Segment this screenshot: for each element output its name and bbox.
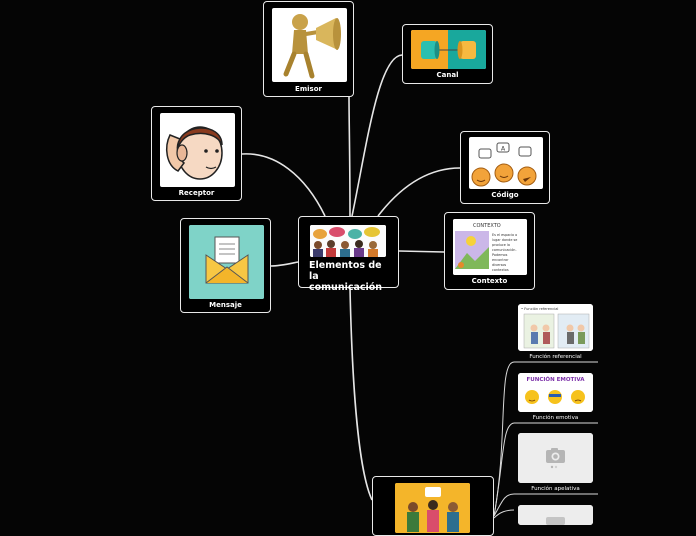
connector-receptor	[241, 153, 326, 217]
contexto-image-line-6: encontrar	[492, 258, 509, 262]
contexto-image-line-2: lugar donde se	[492, 238, 517, 242]
codigo-label: Código	[491, 191, 519, 199]
contexto-label: Contexto	[471, 277, 508, 285]
connector-codigo	[377, 167, 461, 217]
context-slide-icon: CONTEXTO Es el espacio o lugar donde se …	[453, 219, 527, 275]
emisor-label: Emisor	[295, 85, 322, 93]
contexto-image-line-8: contextos	[492, 268, 509, 272]
apelativa-image	[518, 433, 593, 483]
connector-apelativa	[493, 493, 515, 517]
connector-emotiva	[493, 422, 515, 517]
codigo-image: A	[469, 137, 543, 189]
connector-contexto	[398, 250, 445, 253]
tin-can-phone-icon	[411, 30, 486, 69]
canal-label: Canal	[436, 71, 459, 79]
canal-image	[411, 30, 486, 69]
contexto-image-line-7: diversos	[492, 263, 506, 267]
image-placeholder-icon	[518, 505, 593, 525]
mind-map-canvas	[241, 54, 598, 519]
emoji-faces-icon: FUNCIÓN EMOTIVA	[518, 373, 593, 412]
central-image	[310, 225, 386, 257]
referencial-label: Función referencial	[529, 354, 582, 360]
contexto-image-line-5: Podemos	[492, 253, 508, 257]
referencial-image-text: • Función referencial	[521, 307, 558, 311]
central-label: Elementos de la comunicación	[309, 260, 383, 293]
people-talking-icon	[310, 225, 386, 257]
emotiva-image-title: FUNCIÓN EMOTIVA	[527, 376, 586, 383]
image-placeholder-icon	[518, 433, 593, 483]
branch-funciones[interactable]	[372, 476, 494, 536]
branch-contexto[interactable]: CONTEXTO Es el espacio o lugar donde se …	[444, 212, 535, 290]
emotiva-image: FUNCIÓN EMOTIVA	[518, 373, 593, 412]
connector-emisor	[348, 95, 351, 217]
group-people-icon	[395, 483, 470, 533]
contexto-image-line-1: Es el espacio o	[492, 233, 517, 237]
branch-mensaje[interactable]: Mensaje	[180, 218, 271, 313]
contexto-image: CONTEXTO Es el espacio o lugar donde se …	[453, 219, 527, 275]
branch-receptor[interactable]: Receptor	[151, 106, 242, 201]
branch-emisor[interactable]: Emisor	[263, 1, 354, 97]
branch-canal[interactable]: Canal	[402, 24, 493, 84]
megaphone-figure-icon	[283, 14, 341, 79]
contexto-image-title: CONTEXTO	[473, 223, 501, 229]
emisor-image	[272, 8, 347, 82]
referential-comic-icon: • Función referencial	[518, 304, 593, 351]
branch-codigo[interactable]: A Código	[460, 131, 550, 204]
connector-mensaje	[270, 261, 299, 267]
receptor-label: Receptor	[178, 189, 215, 197]
central-node[interactable]: Elementos de la comunicación	[298, 216, 399, 293]
chatting-faces-icon: A	[471, 142, 537, 187]
connector-fourth	[493, 509, 515, 519]
listening-person-icon	[165, 126, 223, 180]
apelativa-label: Función apelativa	[531, 486, 580, 492]
mensaje-image	[189, 225, 264, 299]
mensaje-label: Mensaje	[209, 301, 242, 309]
contexto-image-line-4: comunicación.	[492, 248, 517, 252]
receptor-image	[160, 113, 235, 187]
referencial-image: • Función referencial	[518, 304, 593, 351]
fourth-image	[518, 505, 593, 525]
envelope-letter-icon	[189, 225, 264, 299]
emotiva-label: Función emotiva	[532, 415, 579, 421]
connector-funciones	[349, 287, 373, 501]
funciones-image	[395, 483, 470, 533]
connector-canal	[351, 54, 403, 217]
contexto-image-line-3: produce la	[492, 243, 510, 247]
svg-text:A: A	[501, 146, 506, 153]
